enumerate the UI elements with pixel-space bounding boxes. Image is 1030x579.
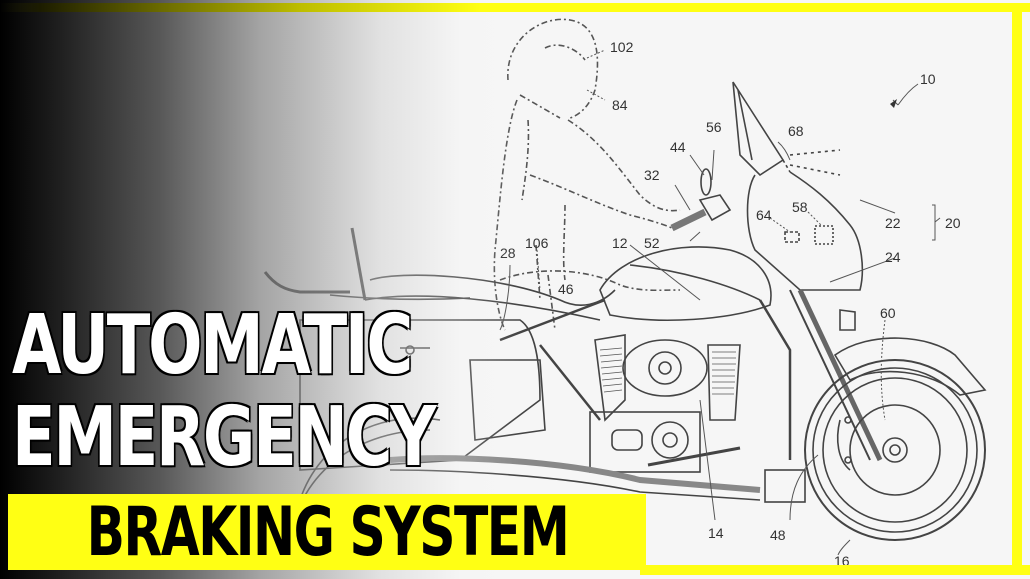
headline: AUTOMATIC EMERGENCY xyxy=(12,300,553,484)
headline-line-2: EMERGENCY xyxy=(12,390,437,485)
subtitle-banner-text: BRAKING SYSTEM xyxy=(86,492,569,572)
subtitle-banner: BRAKING SYSTEM xyxy=(8,492,646,572)
yellow-frame-top xyxy=(0,3,1030,12)
yellow-frame-bottom xyxy=(640,565,1030,575)
yellow-frame-right xyxy=(1012,3,1022,575)
headline-line-1: AUTOMATIC xyxy=(12,298,413,393)
